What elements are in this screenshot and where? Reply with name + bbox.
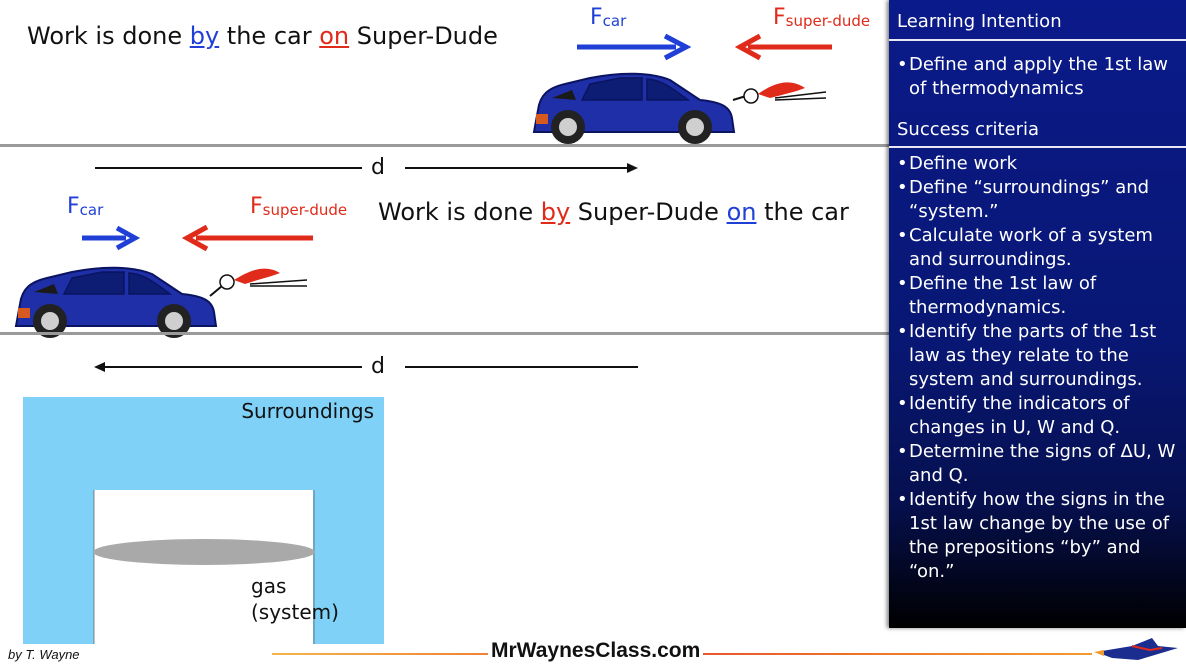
- distance-label: d: [371, 155, 385, 180]
- success-criteria-list: Define work Define “surroundings” and “s…: [897, 152, 1181, 584]
- list-item: Calculate work of a system and surroundi…: [897, 224, 1181, 272]
- force-car-arrow: [82, 225, 141, 251]
- distance-arrow: [94, 362, 638, 372]
- middle-arrows: [14, 224, 638, 372]
- list-item: Define the 1st law of thermodynamics.: [897, 272, 1181, 320]
- list-item: Define “surroundings” and “system.”: [897, 176, 1181, 224]
- gas-system-label: gas (system): [251, 573, 339, 625]
- force-superdude-label: Fsuper-dude: [773, 5, 871, 30]
- statement-text: the car: [756, 198, 849, 226]
- middle-statement: Work is done by Super-Dude on the car: [378, 198, 849, 226]
- superdude-illustration: [732, 82, 827, 104]
- car-illustration: [14, 266, 218, 338]
- cylinder-interior: [94, 490, 313, 644]
- top-arrows: [95, 33, 832, 173]
- force-superdude-arrow: [734, 33, 832, 61]
- car-illustration: [532, 72, 736, 144]
- success-criteria-title: Success criteria: [897, 119, 1040, 140]
- statement-text: Work is done: [27, 22, 190, 50]
- statement-text: Super-Dude: [349, 22, 498, 50]
- distance-label: d: [371, 354, 385, 379]
- list-item: Define and apply the 1st law of thermody…: [897, 53, 1181, 101]
- keyword-on: on: [726, 198, 757, 226]
- statement-text: Work is done: [378, 198, 541, 226]
- list-item: Identify the parts of the 1st law as the…: [897, 320, 1181, 392]
- keyword-on: on: [319, 22, 350, 50]
- top-statement: Work is done by the car on Super-Dude: [27, 22, 498, 50]
- force-superdude-arrow: [181, 224, 313, 252]
- distance-arrow: [95, 163, 638, 173]
- surroundings-region: Surroundings gas (system): [23, 397, 384, 644]
- force-car-arrow: [577, 33, 692, 61]
- keyword-by: by: [540, 198, 571, 226]
- divider: [889, 39, 1186, 41]
- gas-label: gas: [251, 574, 287, 598]
- statement-text: the car: [219, 22, 320, 50]
- ground-line: [0, 332, 890, 335]
- superdude-illustration: [209, 268, 308, 297]
- divider: [889, 146, 1186, 148]
- ground-line: [0, 144, 889, 147]
- keyword-by: by: [189, 22, 220, 50]
- learning-intention-title: Learning Intention: [897, 11, 1062, 32]
- force-car-label: Fcar: [67, 194, 104, 219]
- force-car-label: Fcar: [590, 5, 627, 30]
- force-superdude-label: Fsuper-dude: [250, 194, 348, 219]
- objectives-panel: Learning Intention Define and apply the …: [889, 0, 1186, 628]
- list-item: Define work: [897, 152, 1181, 176]
- piston: [93, 539, 315, 565]
- system-label: (system): [251, 600, 339, 624]
- list-item: Identify the indicators of changes in U,…: [897, 392, 1181, 440]
- cylinder-wall: [313, 490, 315, 644]
- jet-logo-icon: [1094, 638, 1178, 660]
- author-credit: by T. Wayne: [8, 647, 80, 662]
- list-item: Identify how the signs in the 1st law ch…: [897, 488, 1181, 584]
- site-name: MrWaynesClass.com: [488, 639, 704, 663]
- surroundings-label: Surroundings: [241, 399, 374, 423]
- cylinder-wall: [93, 490, 95, 644]
- list-item: Determine the signs of ΔU, W and Q.: [897, 440, 1181, 488]
- learning-intention-list: Define and apply the 1st law of thermody…: [897, 53, 1181, 101]
- statement-text: Super-Dude: [570, 198, 727, 226]
